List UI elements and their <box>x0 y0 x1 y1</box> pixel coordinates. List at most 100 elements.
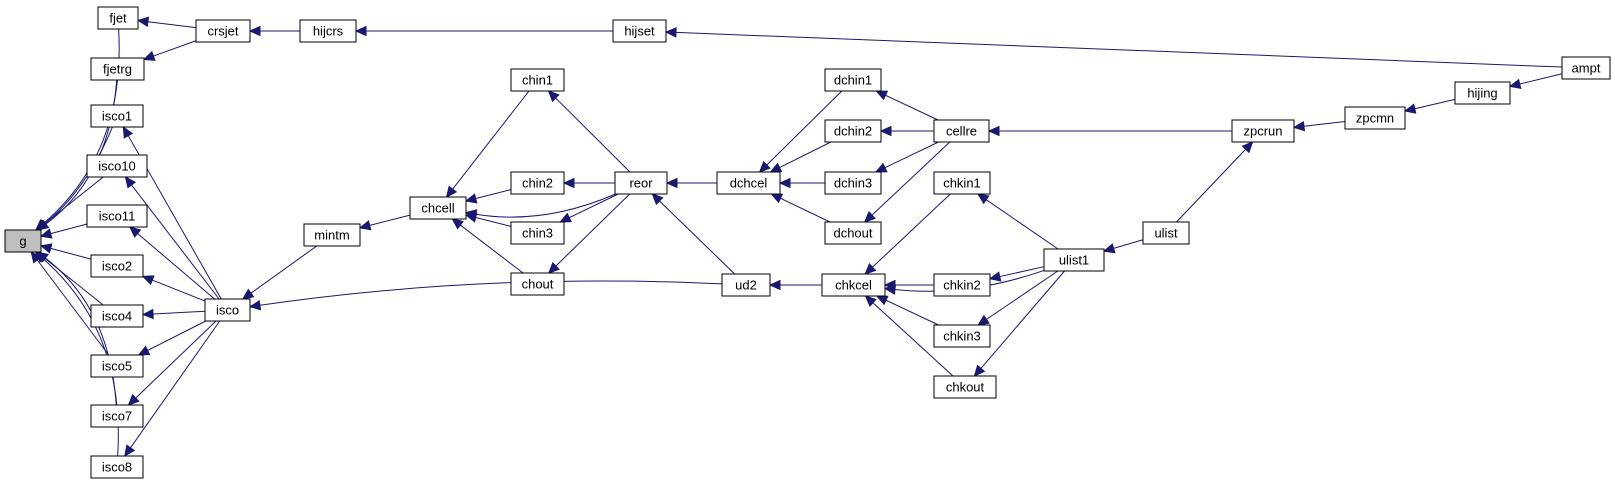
node-box <box>299 19 357 43</box>
arrowhead <box>141 275 155 286</box>
node-ulist1[interactable]: ulist1 <box>1043 248 1105 272</box>
arrowhead <box>141 308 154 320</box>
edge-zpcrun-to-cellre <box>987 125 1232 137</box>
node-ampt[interactable]: ampt <box>1561 56 1611 80</box>
node-hijing[interactable]: hijing <box>1454 81 1511 105</box>
node-box <box>716 171 781 195</box>
node-hijset[interactable]: hijset <box>612 19 667 43</box>
node-chkcel[interactable]: chkcel <box>821 273 886 297</box>
node-crsjet[interactable]: crsjet <box>195 19 251 43</box>
node-box <box>824 68 882 92</box>
edge-line <box>152 310 206 315</box>
node-chkin1[interactable]: chkin1 <box>933 171 991 195</box>
node-box <box>4 229 42 253</box>
node-g[interactable]: g <box>4 229 42 253</box>
arrowhead <box>758 160 771 173</box>
edge-isco-to-isco4 <box>141 308 206 320</box>
edge-line <box>152 279 206 302</box>
node-box <box>90 354 144 378</box>
node-dchout[interactable]: dchout <box>824 221 882 245</box>
node-label: isco8 <box>102 460 132 475</box>
node-cellre[interactable]: cellre <box>933 119 990 143</box>
node-chkin2[interactable]: chkin2 <box>933 273 991 297</box>
node-label: mintm <box>314 228 349 243</box>
node-box <box>195 19 251 43</box>
arrowhead <box>354 25 367 37</box>
node-ulist[interactable]: ulist <box>1142 221 1190 245</box>
arrowhead <box>875 295 889 306</box>
node-isco2[interactable]: isco2 <box>90 254 144 278</box>
node-fjet[interactable]: fjet <box>97 6 139 30</box>
node-label: zpcmn <box>1356 111 1394 126</box>
node-box <box>510 221 565 245</box>
node-hijcrs[interactable]: hijcrs <box>299 19 357 43</box>
node-label: chkcel <box>835 278 872 293</box>
node-isco5[interactable]: isco5 <box>90 354 144 378</box>
edge-ud2-to-isco <box>248 280 723 311</box>
edge-line <box>1176 148 1247 223</box>
arrowhead <box>778 177 791 189</box>
node-label: fjetrg <box>103 62 132 77</box>
node-chkout[interactable]: chkout <box>933 375 997 399</box>
node-chcell[interactable]: chcell <box>409 196 467 220</box>
node-mintm[interactable]: mintm <box>303 223 361 247</box>
node-dchin1[interactable]: dchin1 <box>824 68 882 92</box>
node-reor[interactable]: reor <box>614 171 668 195</box>
node-isco4[interactable]: isco4 <box>90 304 144 328</box>
edge-ulist1-to-chkout <box>973 270 1065 377</box>
node-isco7[interactable]: isco7 <box>90 404 144 428</box>
node-ud2[interactable]: ud2 <box>721 273 771 297</box>
node-isco1[interactable]: isco1 <box>90 104 144 128</box>
arrowhead <box>30 251 42 264</box>
arrowhead <box>464 193 478 204</box>
node-dchcel[interactable]: dchcel <box>716 171 781 195</box>
node-box <box>614 171 668 195</box>
edge-hijing-to-zpcmn <box>1403 98 1456 114</box>
node-chin1[interactable]: chin1 <box>510 68 565 92</box>
edge-chkin1-to-chkcel <box>864 193 951 275</box>
node-dchin3[interactable]: dchin3 <box>824 171 882 195</box>
edge-line <box>885 299 939 326</box>
arrowhead <box>875 90 889 101</box>
node-label: ulist <box>1154 226 1178 241</box>
edge-line <box>1519 73 1563 85</box>
node-isco10[interactable]: isco10 <box>86 154 148 178</box>
node-isco[interactable]: isco <box>204 298 251 322</box>
arrowhead <box>122 125 134 139</box>
arrowhead <box>976 193 990 205</box>
node-isco8[interactable]: isco8 <box>90 455 144 479</box>
arrowhead <box>665 177 678 189</box>
node-label: chin2 <box>522 176 553 191</box>
edge-line <box>872 193 951 268</box>
node-box <box>90 455 144 479</box>
edge-isco-to-isco8 <box>124 320 221 457</box>
node-dchin2[interactable]: dchin2 <box>824 119 882 143</box>
node-label: g <box>19 234 26 249</box>
edge-isco2-to-g <box>39 243 92 260</box>
arrowhead <box>883 284 897 295</box>
node-zpcmn[interactable]: zpcmn <box>1344 106 1406 130</box>
node-zpcrun[interactable]: zpcrun <box>1231 119 1295 143</box>
edge-line <box>780 197 831 223</box>
arrowhead <box>770 193 784 204</box>
node-label: chcell <box>421 201 454 216</box>
node-box <box>1344 106 1406 130</box>
node-fjetrg[interactable]: fjetrg <box>90 57 145 81</box>
node-chin3[interactable]: chin3 <box>510 221 565 245</box>
arrowhead <box>547 261 560 274</box>
edge-mintm-to-isco <box>241 245 317 300</box>
edge-line <box>135 320 217 399</box>
edge-line <box>872 302 954 377</box>
node-isco11[interactable]: isco11 <box>86 204 148 228</box>
edge-dchin2-to-dchcel <box>769 141 832 173</box>
node-chin2[interactable]: chin2 <box>510 171 565 195</box>
node-label: dchout <box>833 226 872 241</box>
edge-line <box>985 199 1059 250</box>
node-chkin3[interactable]: chkin3 <box>933 324 991 348</box>
edge-isco-to-isco10 <box>124 176 220 300</box>
node-chout[interactable]: chout <box>510 272 565 296</box>
node-box <box>824 119 882 143</box>
edge-line <box>147 21 197 29</box>
edge-ampt-to-hijing <box>1508 73 1563 90</box>
edge-line <box>475 189 512 200</box>
